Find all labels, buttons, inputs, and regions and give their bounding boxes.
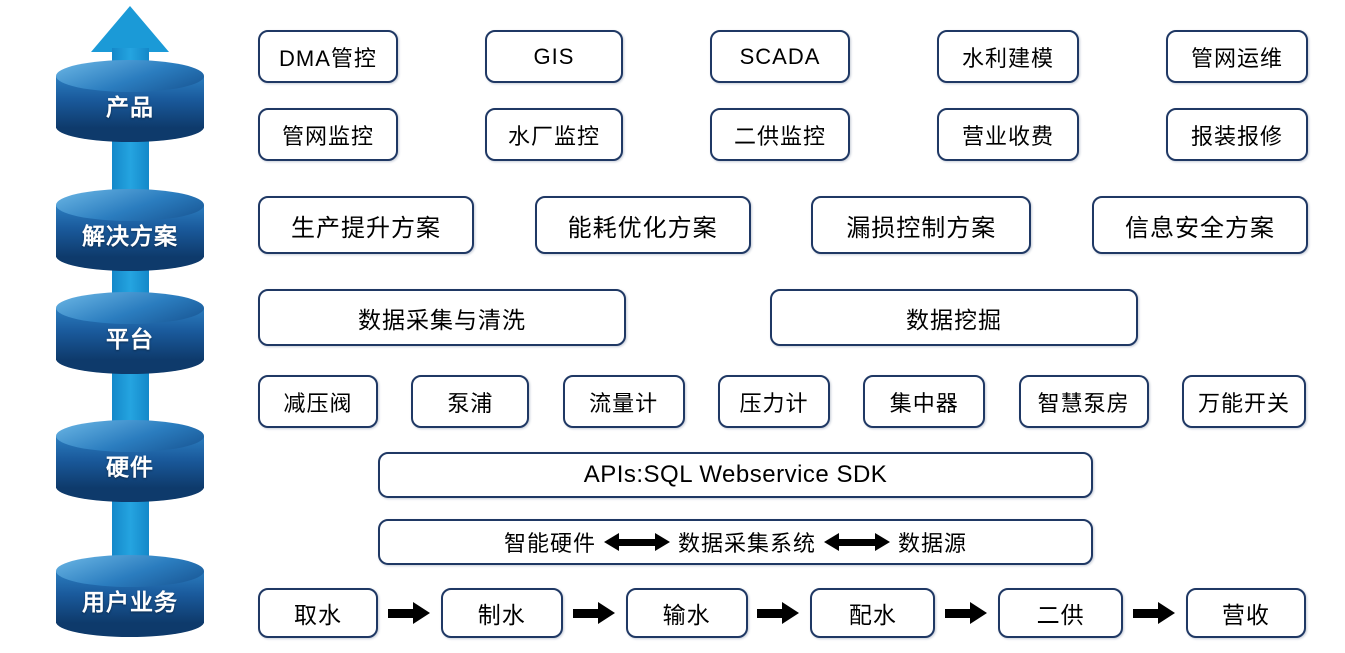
dataflow-box: 智能硬件 数据采集系统 数据源 — [378, 519, 1093, 565]
ladder-level-hardware: 硬件 — [56, 420, 204, 504]
platform-row: 数据采集与清洗 数据挖掘 — [258, 289, 1138, 346]
business-step-box: 输水 — [625, 588, 748, 638]
hardware-devices-row: 减压阀 泵浦 流量计 压力计 集中器 智慧泵房 万能开关 — [258, 375, 1306, 428]
solution-box: 生产提升方案 — [258, 196, 474, 254]
platform-box: 数据采集与清洗 — [258, 289, 626, 346]
business-process-row: 取水 制水 输水 配水 二供 营收 — [258, 588, 1306, 638]
products-row-2: 管网监控 水厂监控 二供监控 营业收费 报装报修 — [258, 108, 1308, 161]
right-arrow-icon — [757, 601, 800, 624]
double-arrow-icon — [824, 532, 890, 551]
right-arrow-icon — [572, 601, 615, 624]
device-box: 流量计 — [562, 375, 685, 428]
business-step-box: 制水 — [440, 588, 563, 638]
ladder-level-label: 用户业务 — [82, 589, 178, 615]
business-step-box: 二供 — [998, 588, 1124, 638]
dataflow-row: 智能硬件 数据采集系统 数据源 — [378, 519, 1093, 565]
product-box: 二供监控 — [710, 108, 850, 161]
ladder-level-products: 产品 — [56, 60, 204, 144]
dataflow-label: 智能硬件 — [503, 531, 596, 556]
device-box: 减压阀 — [258, 375, 378, 428]
product-box: 营业收费 — [937, 108, 1079, 161]
cylinder-top — [56, 60, 204, 92]
product-box: 管网监控 — [258, 108, 398, 161]
api-box: APIs:SQL Webservice SDK — [378, 452, 1093, 498]
solution-box: 信息安全方案 — [1091, 196, 1308, 254]
device-box: 压力计 — [717, 375, 830, 428]
right-arrow-icon — [1133, 601, 1176, 624]
ladder-level-label: 产品 — [106, 94, 154, 120]
product-box: SCADA — [710, 30, 850, 83]
cylinder-top — [56, 189, 204, 221]
cylinder-top — [56, 420, 204, 452]
device-box: 智慧泵房 — [1018, 375, 1149, 428]
ladder-level-solutions: 解决方案 — [56, 189, 204, 273]
product-box: 水利建模 — [937, 30, 1079, 83]
device-box: 万能开关 — [1181, 375, 1306, 428]
product-box: DMA管控 — [258, 30, 398, 83]
solutions-row: 生产提升方案 能耗优化方案 漏损控制方案 信息安全方案 — [258, 196, 1308, 254]
api-row: APIs:SQL Webservice SDK — [378, 452, 1093, 498]
right-arrow-icon — [945, 601, 988, 624]
ladder-level-platform: 平台 — [56, 292, 204, 376]
product-box: 管网运维 — [1166, 30, 1308, 83]
product-box: GIS — [485, 30, 623, 83]
ladder-level-business: 用户业务 — [56, 555, 204, 639]
cylinder-top — [56, 555, 204, 587]
business-step-box: 取水 — [258, 588, 378, 638]
platform-box: 数据挖掘 — [770, 289, 1138, 346]
ladder-level-label: 解决方案 — [82, 223, 178, 249]
right-arrow-icon — [387, 601, 430, 624]
device-box: 集中器 — [863, 375, 986, 428]
device-box: 泵浦 — [411, 375, 530, 428]
ladder-level-label: 硬件 — [106, 454, 154, 480]
cylinder-top — [56, 292, 204, 324]
dataflow-label: 数据采集系统 — [677, 531, 816, 556]
product-box: 报装报修 — [1166, 108, 1308, 161]
ladder-level-label: 平台 — [106, 326, 154, 352]
solution-box: 能耗优化方案 — [534, 196, 751, 254]
business-step-box: 营收 — [1185, 588, 1306, 638]
product-box: 水厂监控 — [485, 108, 623, 161]
dataflow-label: 数据源 — [898, 531, 968, 556]
double-arrow-icon — [603, 532, 670, 551]
business-step-box: 配水 — [810, 588, 936, 638]
solution-box: 漏损控制方案 — [811, 196, 1032, 254]
up-arrow-head-icon — [91, 6, 169, 52]
products-row-1: DMA管控 GIS SCADA 水利建模 管网运维 — [258, 30, 1308, 83]
